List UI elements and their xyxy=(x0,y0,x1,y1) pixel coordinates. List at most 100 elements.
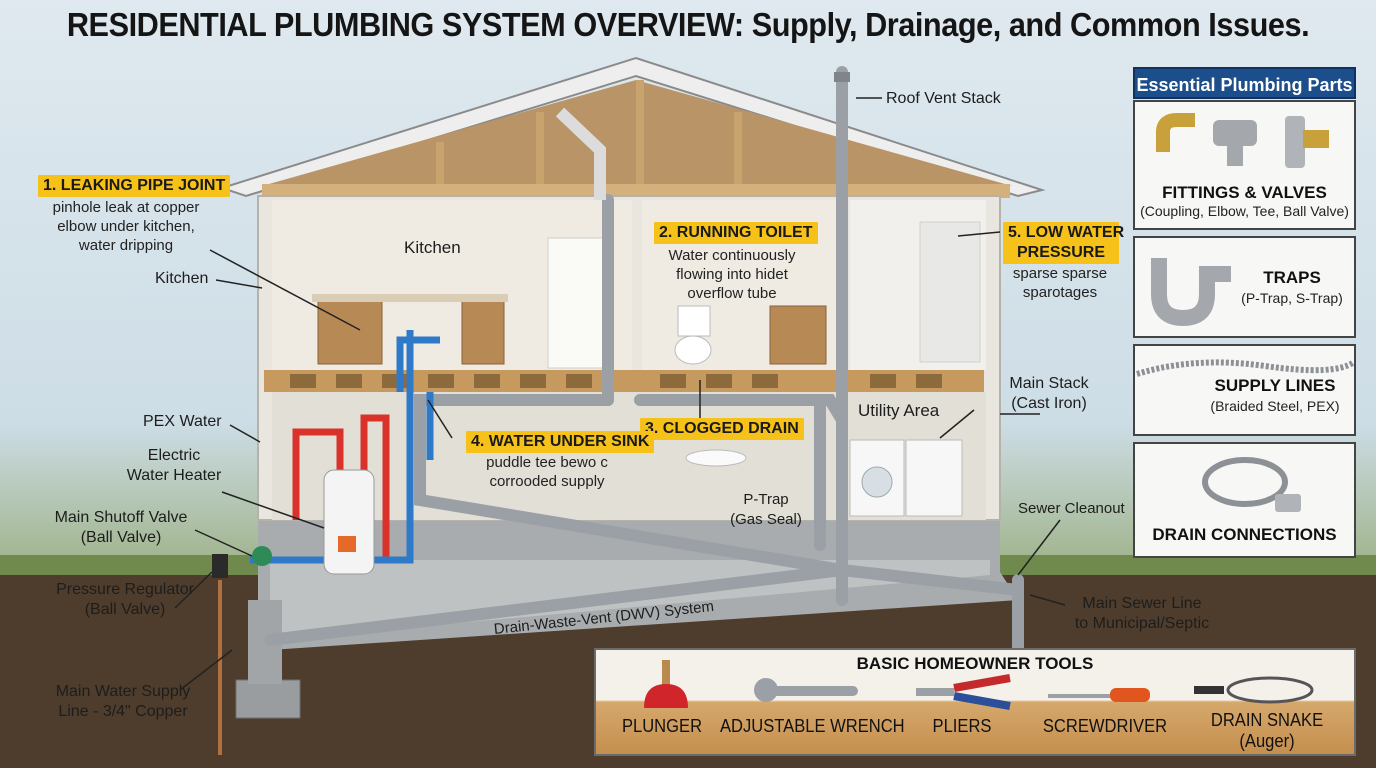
card-subtitle: (P-Trap, S-Trap) xyxy=(1241,290,1343,306)
tools-panel-header: BASIC HOMEOWNER TOOLS xyxy=(856,654,1094,673)
water-heater-tank xyxy=(323,469,375,575)
fittings-valves-icon xyxy=(1156,113,1329,168)
label-roof-vent-stack: Roof Vent Stack xyxy=(886,90,1001,107)
water-heater-panel xyxy=(338,536,356,552)
parts-card-drain-connections: DRAIN CONNECTIONS xyxy=(1133,442,1356,558)
attic-vent-pipe xyxy=(555,107,606,200)
label-text: (Ball Valve) xyxy=(80,529,162,546)
screwdriver-icon xyxy=(1048,688,1150,702)
tool-label-wrench: ADJUSTABLE WRENCH xyxy=(720,716,905,736)
roof xyxy=(218,56,1046,198)
vent-stack-cap xyxy=(834,72,850,82)
issue-2-tag: 2. RUNNING TOILET xyxy=(654,222,818,244)
label-text: Electric xyxy=(147,447,201,464)
card-subtitle: (Coupling, Elbow, Tee, Ball Valve) xyxy=(1140,203,1349,219)
issue-1-tag: 1. LEAKING PIPE JOINT xyxy=(38,175,231,197)
parts-card-fittings: FITTINGS & VALVES (Coupling, Elbow, Tee,… xyxy=(1133,100,1356,230)
label-main-sewer-line: Main Sewer Line to Municipal/Septic xyxy=(1064,594,1220,634)
trap-icon xyxy=(1151,258,1231,327)
label-text: Main Shutoff Valve xyxy=(54,509,188,526)
card-title: SUPPLY LINES xyxy=(1214,376,1336,395)
joist-gaps xyxy=(290,374,942,388)
label-main-shutoff-valve: Main Shutoff Valve (Ball Valve) xyxy=(48,508,194,548)
shower-wall xyxy=(919,221,981,363)
label-text: Water Heater xyxy=(126,467,222,484)
label-text: Line - 3/4" Copper xyxy=(58,703,188,720)
pliers-icon xyxy=(916,674,1011,710)
issue-3-tag: 3. CLOGGED DRAIN xyxy=(640,418,804,440)
note-line: overflow tube xyxy=(687,285,777,302)
washer-door xyxy=(861,466,893,498)
toilet-bowl xyxy=(674,335,712,365)
drain-hose-icon xyxy=(1202,457,1301,512)
card-title: FITTINGS & VALVES xyxy=(1162,183,1327,202)
note-line: water dripping xyxy=(78,237,174,254)
pressure-regulator xyxy=(212,554,228,578)
label-pressure-regulator: Pressure Regulator (Ball Valve) xyxy=(52,580,198,620)
parts-panel-header: Essential Plumbing Parts xyxy=(1133,67,1356,99)
issue-4-tag: 4. WATER UNDER SINK xyxy=(466,431,655,453)
drain-snake-icon xyxy=(1194,676,1314,704)
issue-4-description: puddle tee bewo c corrooded supply xyxy=(466,453,628,491)
label-electric-water-heater: Electric Water Heater xyxy=(118,446,230,486)
note-line: elbow under kitchen, xyxy=(57,218,195,235)
label-utility-area: Utility Area xyxy=(858,401,940,420)
note-line: Water continuously xyxy=(668,247,796,264)
tool-label-pliers: PLIERS xyxy=(932,716,992,736)
plunger-icon xyxy=(644,660,688,708)
label-text: Pressure Regulator xyxy=(56,581,194,598)
label-text: to Municipal/Septic xyxy=(1074,615,1210,632)
label-text: (Ball Valve) xyxy=(84,601,166,618)
tag-line: PRESSURE xyxy=(1016,244,1106,261)
label-main-stack: Main Stack (Cast Iron) xyxy=(1004,374,1094,414)
ceiling-beam xyxy=(262,184,1010,198)
label-text: Main Sewer Line xyxy=(1082,595,1202,612)
parts-card-traps: TRAPS (P-Trap, S-Trap) xyxy=(1133,236,1356,338)
card-subtitle: (Braided Steel, PEX) xyxy=(1210,398,1340,414)
note-line: flowing into hidet xyxy=(676,266,788,283)
label-text: Main Water Supply xyxy=(55,683,191,700)
wrench-icon xyxy=(754,678,858,702)
foundation-footing xyxy=(235,679,301,719)
note-line: corrooded supply xyxy=(489,473,605,490)
tool-label-line: DRAIN SNAKE xyxy=(1210,710,1324,730)
main-shutoff-valve xyxy=(252,546,272,566)
hot-supply-pipes xyxy=(292,414,390,560)
card-title: TRAPS xyxy=(1263,268,1321,287)
kitchen-countertop xyxy=(312,294,508,302)
note-line: sparotages xyxy=(1022,284,1098,301)
label-text: (Gas Seal) xyxy=(730,511,802,528)
note-line: sparse sparse xyxy=(1012,265,1108,282)
note-line: pinhole leak at copper xyxy=(52,199,200,216)
label-text: Main Stack xyxy=(1009,375,1089,392)
bathroom-door xyxy=(547,237,609,369)
tag-line: 5. LOW WATER xyxy=(1008,224,1125,241)
kitchen-cabinet-left xyxy=(317,299,383,365)
label-text: P-Trap xyxy=(743,491,789,508)
label-pex-water: PEX Water xyxy=(143,413,222,430)
parts-card-supply-lines: SUPPLY LINES (Braided Steel, PEX) xyxy=(1133,344,1356,436)
tools-panel: BASIC HOMEOWNER TOOLS PLUNGER ADJUSTABLE… xyxy=(594,648,1356,756)
utility-sink xyxy=(685,449,747,467)
dryer xyxy=(905,439,963,517)
leader-lines xyxy=(174,97,1066,691)
card-title: DRAIN CONNECTIONS xyxy=(1152,525,1337,544)
label-text: (Cast Iron) xyxy=(1011,395,1087,412)
label-p-trap: P-Trap (Gas Seal) xyxy=(726,490,806,530)
note-line: puddle tee bewo c xyxy=(486,454,608,471)
issue-1-description: pinhole leak at copper elbow under kitch… xyxy=(36,198,216,255)
bathroom-vanity xyxy=(769,305,827,365)
label-kitchen-room: Kitchen xyxy=(404,238,461,257)
kitchen-cabinet-right xyxy=(461,299,505,365)
issue-2-description: Water continuously flowing into hidet ov… xyxy=(652,246,812,303)
page-title: RESIDENTIAL PLUMBING SYSTEM OVERVIEW: Su… xyxy=(66,6,1310,43)
issue-5-description: sparse sparse sparotages xyxy=(1005,264,1115,302)
tool-label-line: (Auger) xyxy=(1239,731,1295,751)
label-sewer-cleanout: Sewer Cleanout xyxy=(1018,500,1125,517)
label-kitchen-pointer: Kitchen xyxy=(155,270,209,287)
toilet-tank xyxy=(677,305,711,337)
tool-label-drain-snake: DRAIN SNAKE (Auger) xyxy=(1198,710,1336,752)
issue-5-tag: 5. LOW WATER PRESSURE xyxy=(1003,222,1125,264)
tool-label-screwdriver: SCREWDRIVER xyxy=(1042,716,1168,736)
label-main-water-supply: Main Water Supply Line - 3/4" Copper xyxy=(50,682,196,722)
